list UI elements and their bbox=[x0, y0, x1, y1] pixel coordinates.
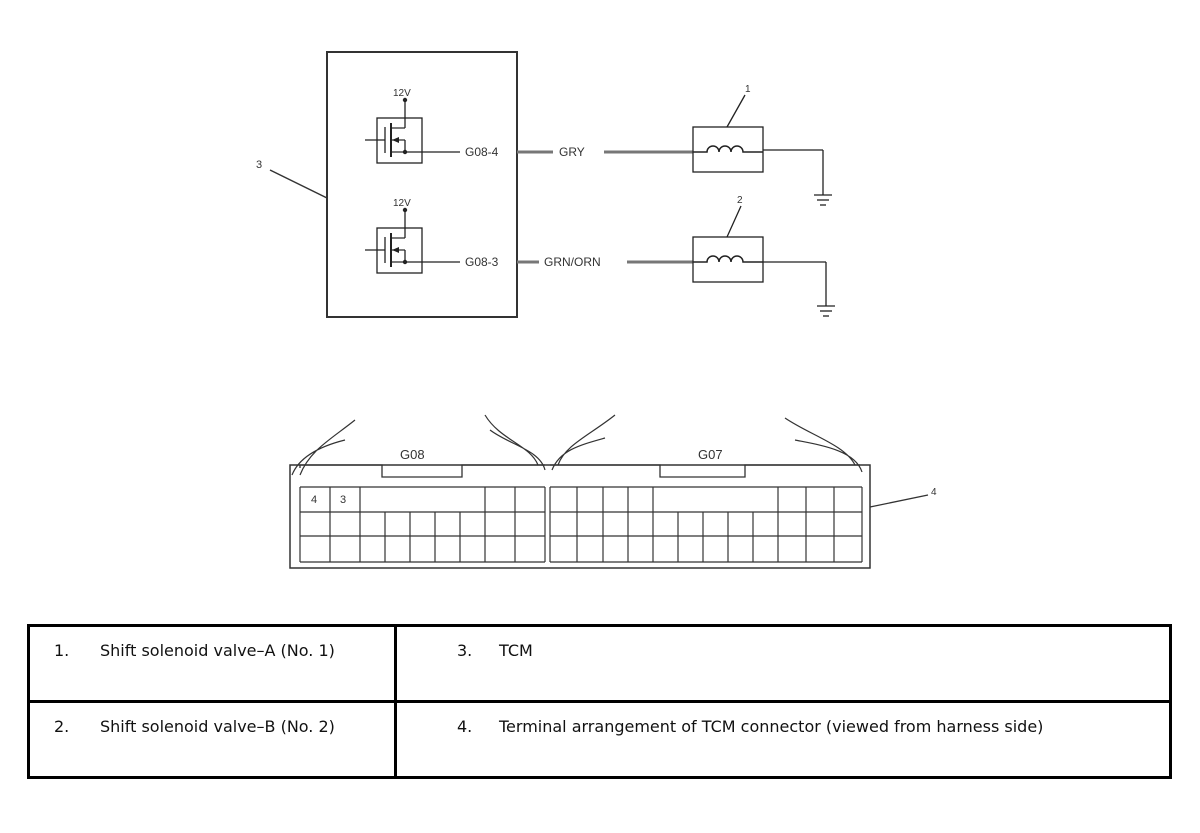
pin-label-bottom: G08-3 bbox=[465, 255, 499, 269]
legend-number: 4. bbox=[457, 717, 473, 736]
legend-cell: 3. TCM bbox=[394, 624, 1172, 703]
legend-cell: 1. Shift solenoid valve–A (No. 1) bbox=[27, 624, 397, 703]
legend-table: 1. Shift solenoid valve–A (No. 1) 3. TCM… bbox=[27, 624, 1172, 779]
callout-4: 4 bbox=[931, 487, 937, 498]
legend-cell: 2. Shift solenoid valve–B (No. 2) bbox=[27, 700, 397, 779]
legend-number: 3. bbox=[457, 641, 473, 660]
connector-label-g07: G07 bbox=[698, 447, 723, 462]
legend-text: Shift solenoid valve–A (No. 1) bbox=[100, 641, 335, 660]
wire-color-label-top: GRY bbox=[559, 145, 585, 159]
shift-solenoid-b bbox=[692, 205, 835, 317]
legend-item: 4. Terminal arrangement of TCM connector… bbox=[397, 703, 1169, 737]
legend-item: 2. Shift solenoid valve–B (No. 2) bbox=[30, 703, 394, 737]
pin-label-top: G08-4 bbox=[465, 145, 499, 159]
legend-text: Shift solenoid valve–B (No. 2) bbox=[100, 717, 335, 736]
legend-number: 2. bbox=[54, 717, 70, 736]
legend-text: TCM bbox=[499, 641, 533, 660]
pin-number-4: 4 bbox=[311, 494, 317, 506]
legend-row: 1. Shift solenoid valve–A (No. 1) 3. TCM bbox=[27, 624, 1172, 703]
tcm-connector bbox=[289, 414, 929, 569]
legend-number: 1. bbox=[54, 641, 70, 660]
legend-item: 1. Shift solenoid valve–A (No. 1) bbox=[30, 627, 394, 661]
legend-row: 2. Shift solenoid valve–B (No. 2) 4. Ter… bbox=[27, 700, 1172, 779]
pin-number-3: 3 bbox=[340, 494, 346, 506]
legend-item: 3. TCM bbox=[397, 627, 1169, 661]
shift-solenoid-a bbox=[692, 94, 832, 206]
tcm-box bbox=[326, 51, 518, 318]
wire-color-label-bottom: GRN/ORN bbox=[544, 255, 601, 269]
callout-1: 1 bbox=[745, 84, 751, 95]
connector-label-g08: G08 bbox=[400, 447, 425, 462]
voltage-label-bottom: 12V bbox=[393, 198, 411, 209]
voltage-label-top: 12V bbox=[393, 88, 411, 99]
tcm-driver-transistor-top bbox=[365, 97, 460, 164]
callout-3: 3 bbox=[256, 159, 262, 171]
wiring-diagram: 3 12V G08-4 12V G08-3 GRY bbox=[256, 51, 937, 569]
legend-cell: 4. Terminal arrangement of TCM connector… bbox=[394, 700, 1172, 779]
callout-2: 2 bbox=[737, 195, 743, 206]
tcm-driver-transistor-bottom bbox=[365, 207, 460, 274]
legend-text: Terminal arrangement of TCM connector (v… bbox=[499, 717, 1044, 736]
